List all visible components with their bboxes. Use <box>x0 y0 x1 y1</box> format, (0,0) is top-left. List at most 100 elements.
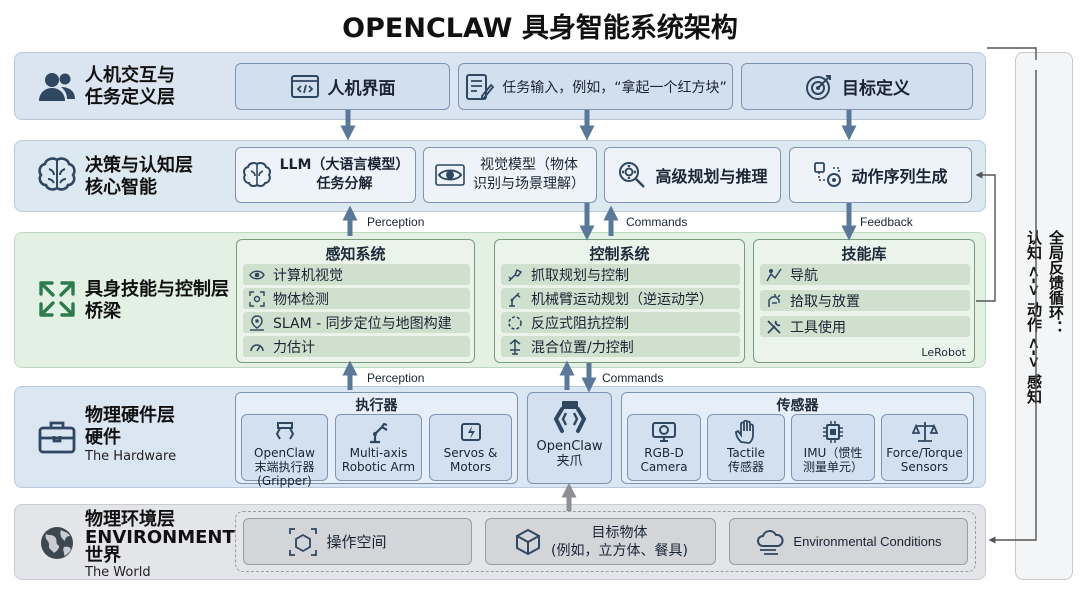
chip-icon <box>823 421 843 443</box>
card-label: 夹爪 <box>556 454 583 469</box>
loop-connector <box>975 171 996 302</box>
robotic-arm-card: Multi-axis Robotic Arm <box>335 414 422 481</box>
openclaw-gripper-card: OpenClaw 夹爪 <box>527 392 612 484</box>
gauge-icon <box>250 343 264 351</box>
layer-name: 决策与认知层 <box>85 155 193 176</box>
force-torque-card: Force/Torque Sensors <box>881 414 968 481</box>
panel-title: 控制系统 <box>589 245 650 263</box>
list-item: SLAM - 同步定位与地图构建 <box>243 312 470 333</box>
target-object-box: 目标物体 (例如，立方体、餐具) <box>485 518 716 565</box>
imu-card: IMU（惯性 测量单元） <box>791 414 875 481</box>
panel-title: 技能库 <box>841 245 887 263</box>
box-label: 视觉模型（物体 <box>480 157 578 173</box>
layer-name: 世界 <box>85 545 121 566</box>
robot-arm-icon <box>509 291 521 307</box>
layer-name: ENVIRONMENT <box>85 527 235 548</box>
item-label: SLAM - 同步定位与地图构建 <box>273 315 452 332</box>
refresh-dashed-icon <box>508 315 522 330</box>
arrow-label: Perception <box>367 371 425 385</box>
brain-icon <box>38 157 76 191</box>
balance-arrows-icon <box>509 338 521 355</box>
list-item: 物体检测 <box>243 288 470 309</box>
box-label: 任务输入，例如，“拿起一个红方块” <box>502 79 727 96</box>
item-label: 混合位置/力控制 <box>531 339 634 356</box>
task-input-box: 任务输入，例如，“拿起一个红方块” <box>458 63 733 110</box>
hmi-box: 人机界面 <box>235 63 450 110</box>
card-label: RGB-D <box>644 446 684 460</box>
servos-motors-card: Servos & Motors <box>429 414 512 481</box>
camera-icon <box>652 422 676 442</box>
expand-arrows-icon <box>39 281 75 317</box>
card-label: Force/Torque <box>886 446 963 460</box>
perception-system-panel: 感知系统 计算机视觉 物体检测 SLAM - 同步定位与地图构建 力估计 <box>236 239 475 363</box>
code-window-icon <box>290 74 319 98</box>
layer-name: 物理硬件层 <box>85 405 175 426</box>
environmental-conditions-box: Environmental Conditions <box>729 518 968 565</box>
card-label: 末端执行器 <box>254 460 315 474</box>
loop-connector <box>987 47 1037 60</box>
box-label: 识别与场景理解） <box>473 176 585 192</box>
gear-search-icon <box>619 162 646 188</box>
box-label: 动作序列生成 <box>851 167 948 186</box>
control-system-panel: 控制系统 抓取规划与控制 机械臂运动规划（逆运动学） 反应式阻抗控制 混合位置/… <box>494 239 745 363</box>
card-label: Sensors <box>900 460 949 474</box>
box-label: (例如，立方体、餐具) <box>551 542 688 559</box>
hand-pick-icon <box>768 293 781 307</box>
workspace-box: 操作空间 <box>243 518 472 565</box>
globe-icon <box>41 527 73 559</box>
scan-eye-icon <box>249 290 265 307</box>
card-label: Servos & <box>443 446 498 460</box>
item-label: 计算机视觉 <box>273 267 343 284</box>
toolbox-icon <box>38 421 76 454</box>
box-label: Environmental Conditions <box>793 534 942 549</box>
target-icon <box>806 74 831 100</box>
card-label: 测量单元） <box>802 460 863 474</box>
arrow-label: Commands <box>602 371 664 385</box>
box-label: 高级规划与推理 <box>655 167 768 186</box>
loop-connector <box>988 70 1037 544</box>
robot-grip-icon <box>508 268 523 282</box>
list-item: 拾取与放置 <box>760 290 970 311</box>
panel-title: 感知系统 <box>325 245 386 263</box>
arrow-label: Feedback <box>860 215 913 229</box>
box-label: 目标定义 <box>842 79 910 99</box>
card-label: (Gripper) <box>257 474 312 488</box>
gripper-icon <box>275 422 294 440</box>
layer-name: 具身技能与控制层 <box>85 279 229 300</box>
motor-bolt-icon <box>460 423 481 441</box>
box-label: 任务分解 <box>316 176 373 192</box>
card-label: Robotic Arm <box>341 460 416 474</box>
arrow-label: Perception <box>367 215 425 229</box>
loop-label: 全局反馈循环： <box>1047 230 1065 336</box>
layer-name: 物理环境层 <box>85 509 175 530</box>
item-label: 导航 <box>790 267 818 284</box>
layer-subtitle: The Hardware <box>85 449 177 464</box>
claw-icon <box>553 401 586 433</box>
brain-icon <box>242 162 271 188</box>
list-item: 力估计 <box>243 336 470 357</box>
robot-arm-icon <box>369 422 388 444</box>
map-pin-icon <box>250 314 264 331</box>
box-label: 操作空间 <box>326 533 387 551</box>
list-item: 导航 <box>760 264 970 285</box>
group-title: 传感器 <box>776 398 819 414</box>
skill-library-panel: 技能库 导航 拾取与放置 工具使用 LeRobot <box>753 239 975 363</box>
layer-name: 硬件 <box>85 427 121 448</box>
item-label: 抓取规划与控制 <box>531 267 629 284</box>
gears-flow-icon <box>814 162 842 187</box>
eye-icon <box>249 270 265 279</box>
users-icon <box>39 73 75 101</box>
cube-icon <box>516 528 541 555</box>
panel-footer: LeRobot <box>921 346 966 359</box>
vision-model-box: 视觉模型（物体 识别与场景理解） <box>423 147 597 203</box>
list-item: 反应式阻抗控制 <box>501 312 740 333</box>
card-label: Motors <box>450 460 491 474</box>
box-label: 目标物体 <box>591 524 648 541</box>
card-label: Multi-axis <box>349 446 408 460</box>
layer-name: 核心智能 <box>85 177 157 198</box>
card-label: Tactile <box>726 446 766 460</box>
cube-expand-icon <box>289 527 318 556</box>
rgbd-camera-card: RGB-D Camera <box>627 414 701 481</box>
item-label: 物体检测 <box>273 291 329 308</box>
